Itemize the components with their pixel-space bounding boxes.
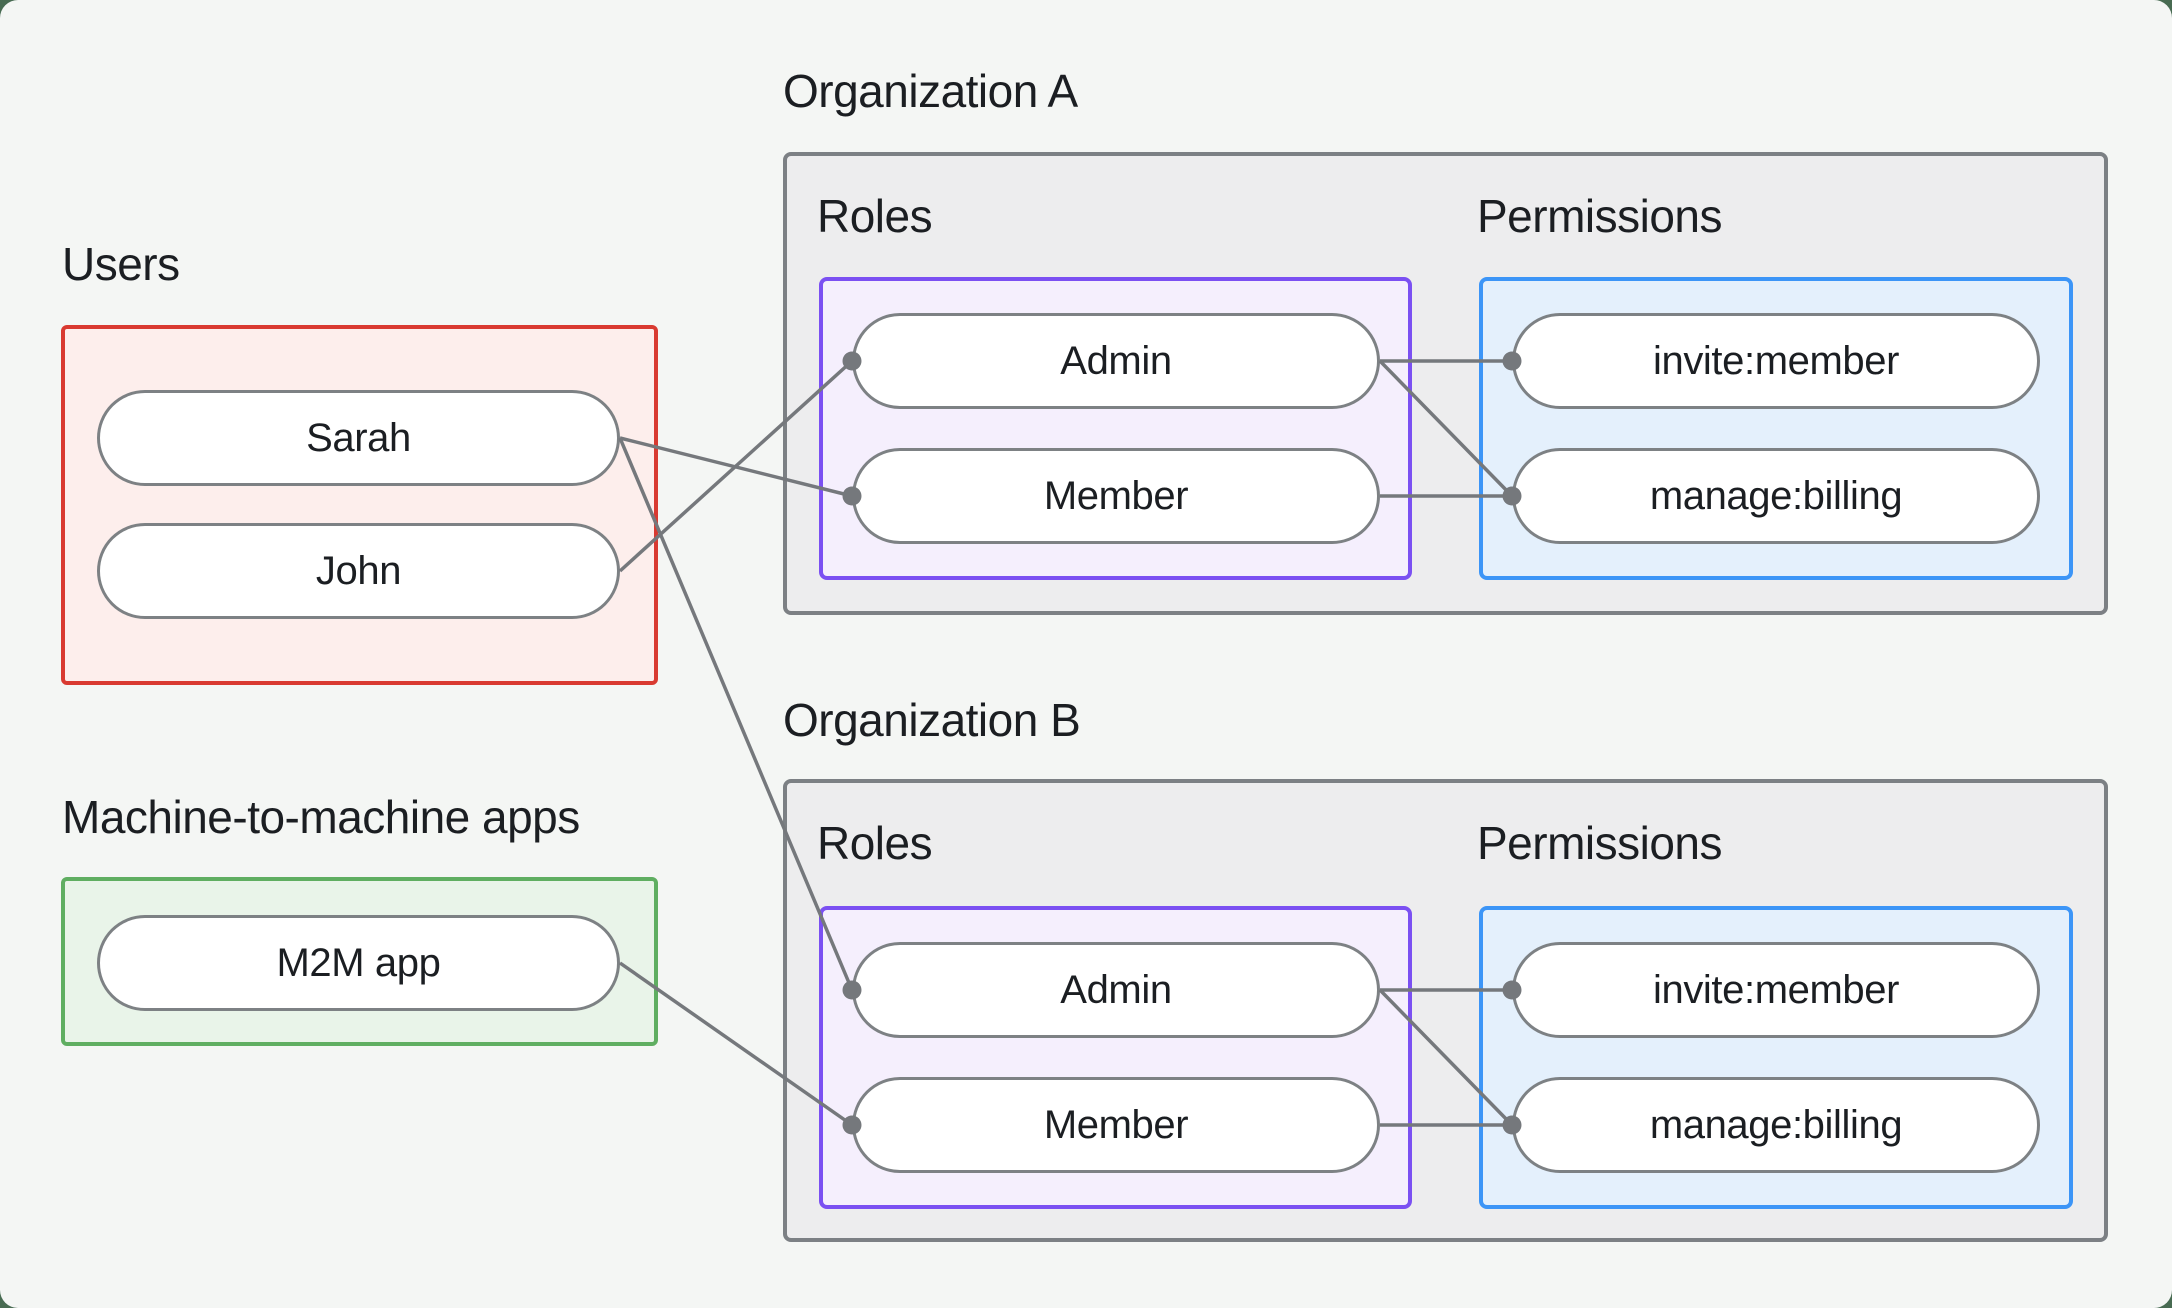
org-a-permissions-label: Permissions: [1477, 190, 1723, 242]
org-a-roles-label: Roles: [817, 190, 933, 242]
users-group-box: [61, 325, 658, 685]
node-org-b-role-admin: Admin: [852, 942, 1380, 1038]
org-b-roles-label: Roles: [817, 817, 933, 869]
node-org-a-role-admin: Admin: [852, 313, 1380, 409]
node-user-john: John: [97, 523, 620, 619]
node-org-a-perm-invite-member: invite:member: [1512, 313, 2040, 409]
org-b-title: Organization B: [783, 694, 1081, 746]
users-group-label: Users: [62, 238, 180, 290]
node-m2m-app: M2M app: [97, 915, 620, 1011]
org-a-title: Organization A: [783, 65, 1078, 117]
org-b-permissions-label: Permissions: [1477, 817, 1723, 869]
node-org-b-perm-invite-member: invite:member: [1512, 942, 2040, 1038]
node-org-b-role-member: Member: [852, 1077, 1380, 1173]
node-user-sarah: Sarah: [97, 390, 620, 486]
node-org-a-perm-manage-billing: manage:billing: [1512, 448, 2040, 544]
m2m-group-label: Machine-to-machine apps: [62, 791, 580, 843]
node-org-b-perm-manage-billing: manage:billing: [1512, 1077, 2040, 1173]
node-org-a-role-member: Member: [852, 448, 1380, 544]
